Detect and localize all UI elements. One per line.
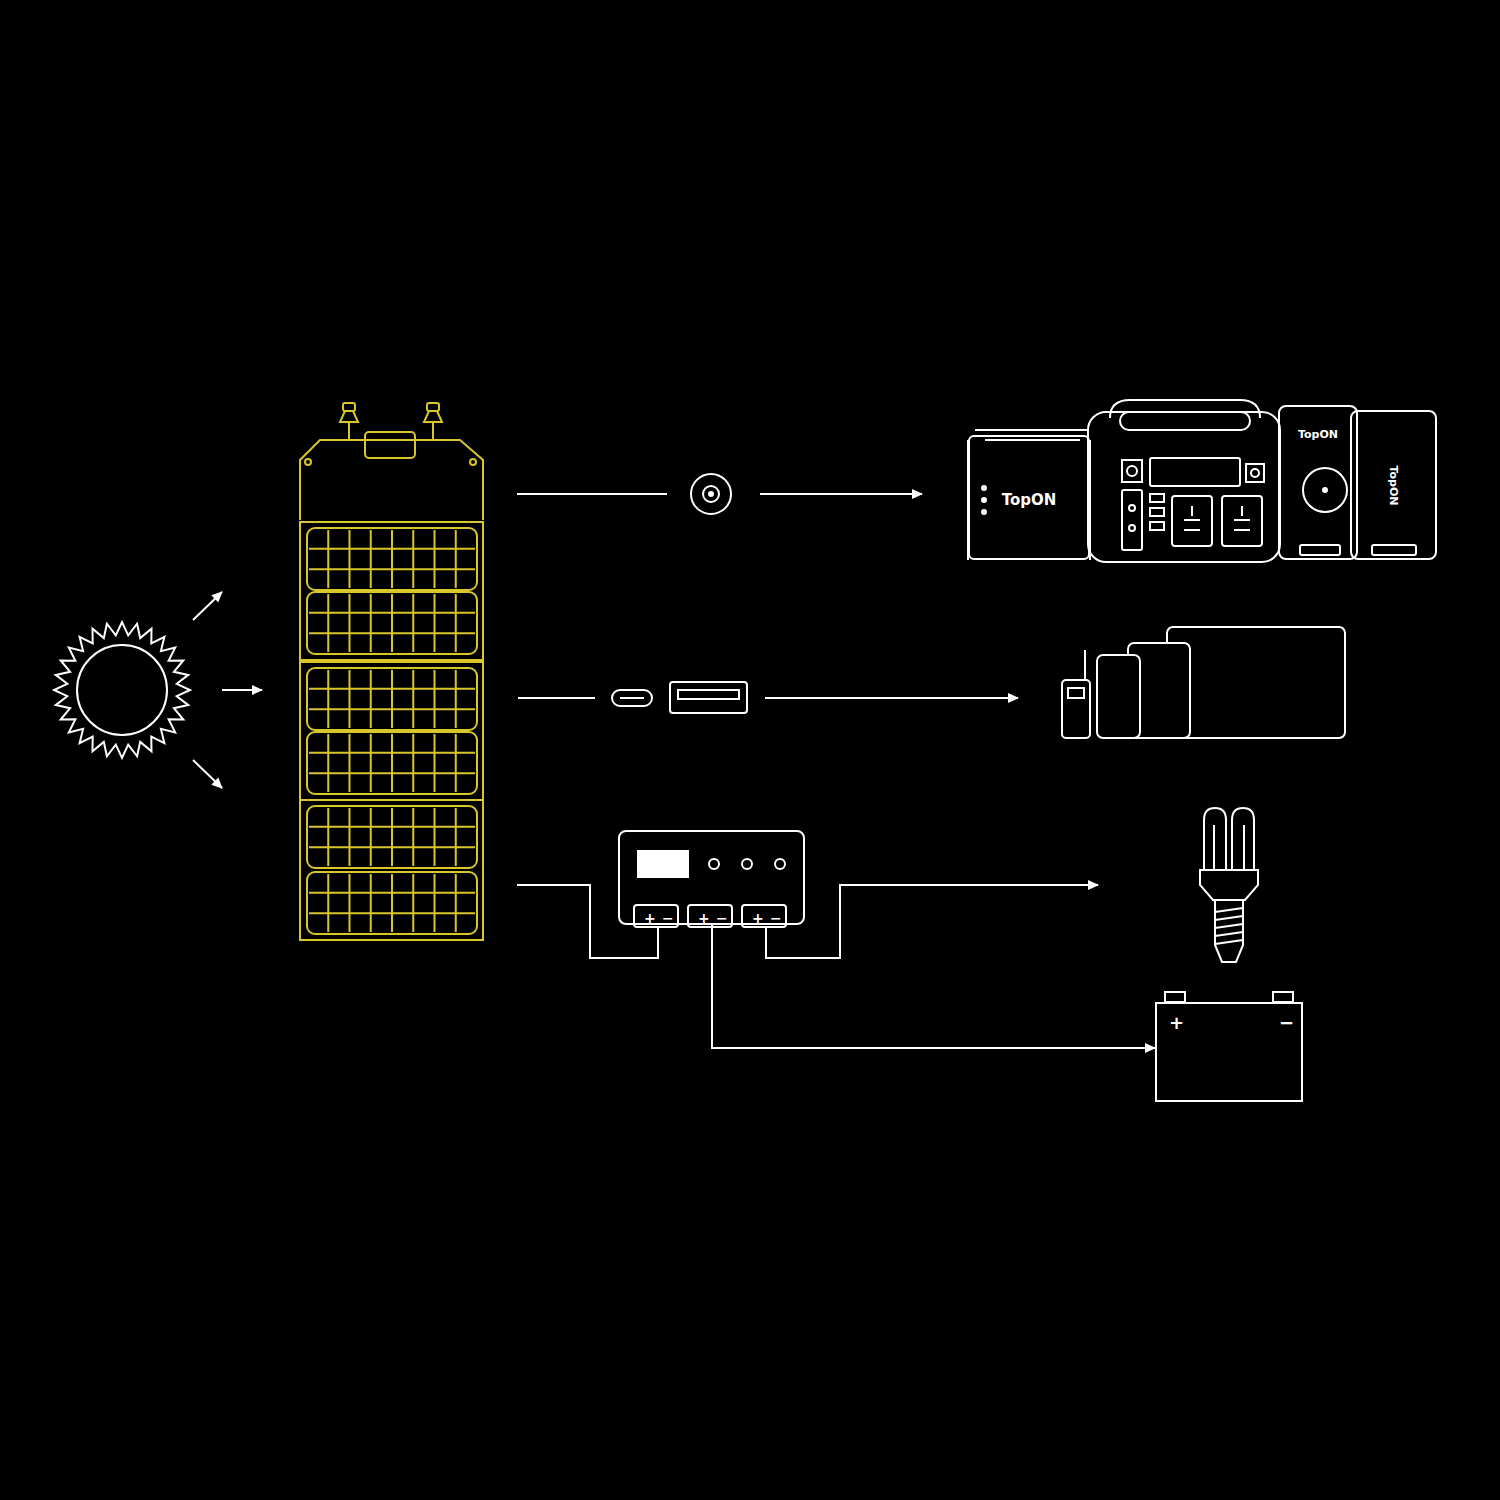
node-text: TopON — [1002, 493, 1057, 508]
node-text: + — [1169, 1014, 1184, 1032]
cell-grid — [455, 734, 457, 792]
node-text: − — [1279, 1014, 1294, 1032]
battery-pack: TopON — [1350, 410, 1437, 560]
cell-grid — [434, 670, 436, 728]
cell-grid — [309, 752, 475, 754]
cell-grid — [434, 874, 436, 932]
node-text: + — [644, 911, 656, 925]
sun-spikes — [54, 622, 190, 758]
cell-grid — [349, 734, 351, 792]
node-text: + — [752, 911, 764, 925]
cell-grid — [349, 874, 351, 932]
cell-grid — [370, 594, 372, 652]
solar-cell — [307, 528, 477, 590]
node-text: + — [698, 911, 710, 925]
cell-grid — [349, 530, 351, 588]
cell-grid — [370, 670, 372, 728]
cell-grid — [434, 530, 436, 588]
cell-grid — [327, 670, 329, 728]
cell-grid — [309, 568, 475, 570]
cell-grid — [455, 530, 457, 588]
cell-grid — [391, 808, 393, 866]
cell-grid — [412, 734, 414, 792]
screw-thread — [1215, 908, 1243, 912]
solar-cell — [307, 806, 477, 868]
cell-grid — [412, 874, 414, 932]
sun-icon — [54, 622, 190, 758]
cell-grid — [327, 734, 329, 792]
screw-thread — [1215, 916, 1243, 920]
battery-posts — [1165, 992, 1293, 1002]
cell-grid — [391, 734, 393, 792]
usb-row — [518, 682, 1018, 713]
cell-grid — [309, 912, 475, 914]
power-station — [968, 400, 1416, 562]
cell-grid — [391, 594, 393, 652]
cell-grid — [455, 808, 457, 866]
cell-grid — [412, 594, 414, 652]
cell-grid — [327, 808, 329, 866]
node-text: − — [770, 911, 782, 925]
solar-cell — [307, 668, 477, 730]
cell-grid — [434, 734, 436, 792]
cell-grid — [434, 808, 436, 866]
cell-grid — [370, 808, 372, 866]
node-text: TopON — [1388, 465, 1399, 505]
cell-grid — [309, 772, 475, 774]
node-text: TopON — [1298, 429, 1338, 440]
node-text: − — [662, 911, 674, 925]
cell-grid — [349, 594, 351, 652]
cell-grid — [309, 846, 475, 848]
controller-wires — [517, 885, 1098, 958]
cell-grid — [455, 874, 457, 932]
cell-grid — [309, 892, 475, 894]
cell-grid — [391, 874, 393, 932]
connector — [712, 925, 1155, 1048]
cell-grid — [309, 708, 475, 710]
cell-grid — [370, 530, 372, 588]
screw-thread — [1215, 924, 1243, 928]
cell-grid — [309, 548, 475, 550]
cell-grid — [309, 612, 475, 614]
cell-grid — [455, 594, 457, 652]
cell-grid — [412, 670, 414, 728]
devices — [1062, 627, 1345, 738]
battery: +− — [1155, 1002, 1303, 1102]
cell-grid — [349, 808, 351, 866]
cell-grid — [370, 734, 372, 792]
solar-cell — [307, 592, 477, 654]
controller-details — [634, 851, 786, 927]
cell-grid — [309, 688, 475, 690]
cell-grid — [309, 632, 475, 634]
cell-grid — [412, 530, 414, 588]
cell-grid — [327, 594, 329, 652]
screw-thread — [1215, 932, 1243, 936]
cell-grid — [349, 670, 351, 728]
screw-thread — [1215, 940, 1243, 944]
cell-grid — [412, 808, 414, 866]
cell-grid — [370, 874, 372, 932]
bulb-icon — [1200, 808, 1258, 962]
battery-pack: TopON — [968, 435, 1090, 560]
solar-cell — [307, 732, 477, 794]
cell-grid — [455, 670, 457, 728]
battery-pack: TopON — [1278, 405, 1358, 560]
node-text: − — [716, 911, 728, 925]
solar-panel — [300, 403, 483, 940]
cell-grid — [391, 530, 393, 588]
cell-grid — [327, 530, 329, 588]
charge-controller: +−+−+− — [618, 830, 805, 925]
solar-cell — [307, 872, 477, 934]
cell-grid — [309, 826, 475, 828]
cell-grid — [327, 874, 329, 932]
cell-grid — [434, 594, 436, 652]
cell-grid — [391, 670, 393, 728]
dc-row — [517, 474, 922, 514]
sun-rays — [193, 592, 262, 788]
